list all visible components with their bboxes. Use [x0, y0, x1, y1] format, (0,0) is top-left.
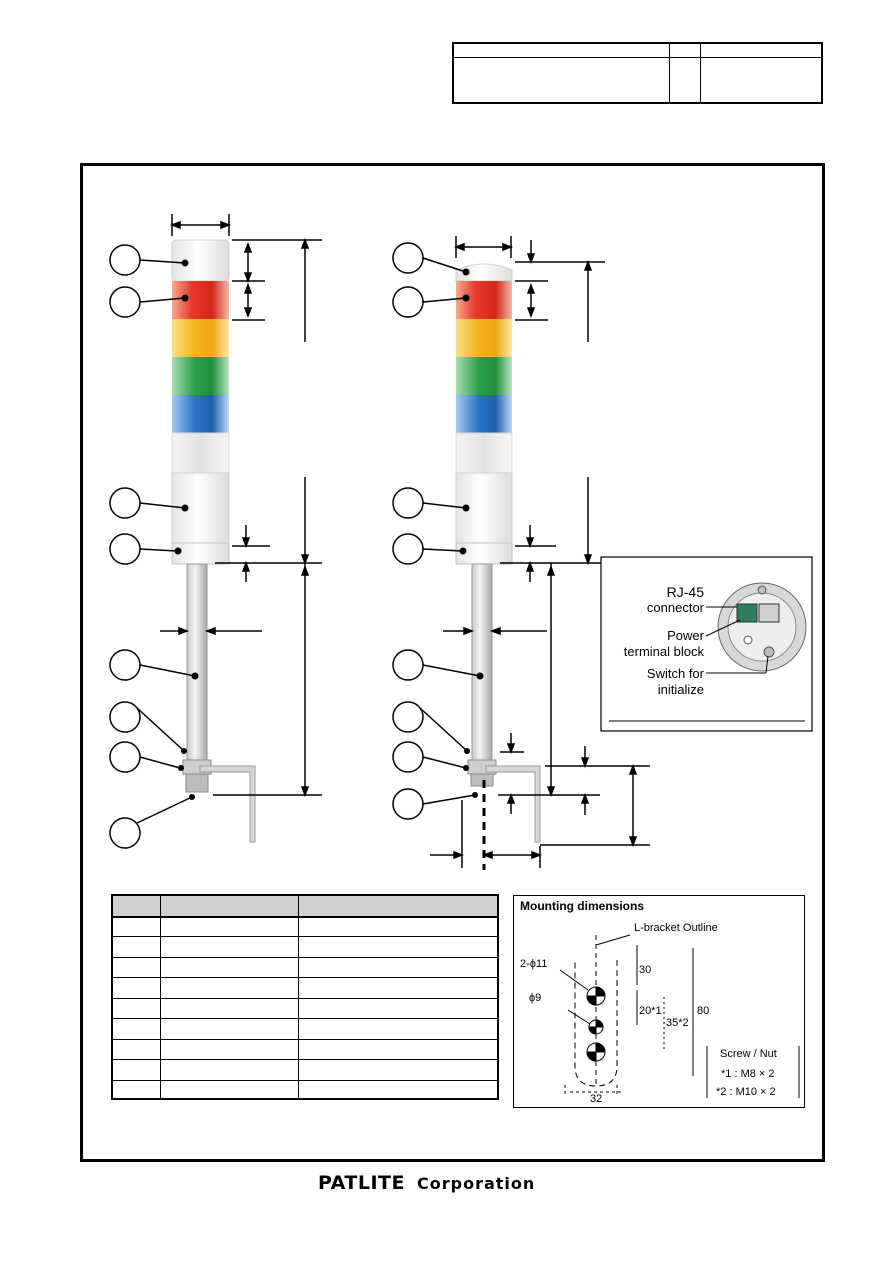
callout-circle: [109, 701, 141, 733]
parts-table: [111, 894, 499, 1100]
left-pole: [186, 563, 208, 763]
brand-corporation: Corporation: [417, 1174, 536, 1193]
callout-circle: [392, 533, 424, 565]
callout-circle: [109, 533, 141, 565]
right-amber-tier: [456, 319, 512, 357]
table-row: [113, 1018, 497, 1040]
table-row: [113, 916, 497, 937]
left-top-cap: [171, 239, 230, 282]
right-white-tier: [455, 432, 513, 474]
hole-small-label: ϕ9: [529, 992, 542, 1004]
callout-leaders: [136, 257, 481, 824]
dim-30-label: 30: [639, 964, 652, 976]
callout-circle: [109, 649, 141, 681]
table-row: [113, 998, 497, 1019]
table-row: [113, 1039, 497, 1060]
patlite-logo: PATLITE Corporation: [318, 1172, 535, 1194]
callout-dots: [174, 259, 484, 800]
callout-circle: [109, 817, 141, 849]
table-row: [113, 1059, 497, 1081]
left-amber-tier: [172, 319, 229, 357]
dim-32-label: 32: [590, 1093, 603, 1105]
callout-circle: [392, 788, 424, 820]
left-red-tier: [172, 281, 229, 319]
table-row: [113, 977, 497, 999]
dim-80-label: 80: [697, 1005, 710, 1017]
mounting-title: Mounting dimensions: [520, 899, 644, 913]
rj45-connector-image: [758, 603, 780, 623]
left-blue-tier: [172, 395, 229, 433]
left-base-unit: [171, 542, 230, 565]
table-row: [113, 936, 497, 958]
left-green-tier: [172, 357, 229, 395]
callout-circle: [109, 244, 141, 276]
inset-base-view: [600, 556, 813, 732]
callout-circle: [109, 286, 141, 318]
hole-large-label: 2-ϕ11: [520, 958, 548, 970]
callout-circle: [392, 741, 424, 773]
right-l-bracket: [485, 765, 541, 843]
screw-1-label: *1 : M8 × 2: [721, 1068, 775, 1080]
callout-circle: [392, 701, 424, 733]
power-terminal-block-image: [736, 603, 758, 623]
drawing-frame: [80, 163, 825, 1162]
left-dimension-lines: [160, 214, 322, 798]
mounting-dimensions-box: [513, 895, 805, 1108]
left-white-tier: [171, 432, 230, 474]
table-row: [113, 957, 497, 978]
callout-circle: [392, 242, 424, 274]
right-dimension-lines: [430, 236, 650, 868]
callout-circles: [109, 242, 424, 849]
right-blue-tier: [456, 395, 512, 433]
rj45-label: RJ-45 connector: [646, 584, 704, 615]
right-green-tier: [456, 357, 512, 395]
callout-circle: [392, 649, 424, 681]
brand-name: PATLITE: [318, 1172, 405, 1194]
left-signal-tower: [171, 239, 256, 843]
mounting-drawing: [559, 934, 800, 1098]
l-bracket-outline-label: L-bracket Outline: [634, 922, 718, 934]
power-terminal-label: Power terminal block: [623, 628, 704, 659]
parts-table-header: [113, 896, 497, 918]
right-signal-tower: [455, 263, 541, 870]
dim-35-label: 35*2: [666, 1017, 689, 1029]
left-l-bracket: [199, 765, 256, 843]
dim-20-label: 20*1: [639, 1005, 662, 1017]
callout-circle: [392, 286, 424, 318]
screw-2-label: *2 : M10 × 2: [716, 1086, 776, 1098]
initialize-switch-image: [763, 646, 775, 658]
title-block-table: [452, 42, 823, 104]
callout-circle: [392, 487, 424, 519]
callout-circle: [109, 741, 141, 773]
right-pole: [471, 563, 493, 763]
callout-circle: [109, 487, 141, 519]
initialize-switch-label: Switch for initialize: [646, 666, 704, 697]
screw-nut-title: Screw / Nut: [720, 1048, 777, 1060]
